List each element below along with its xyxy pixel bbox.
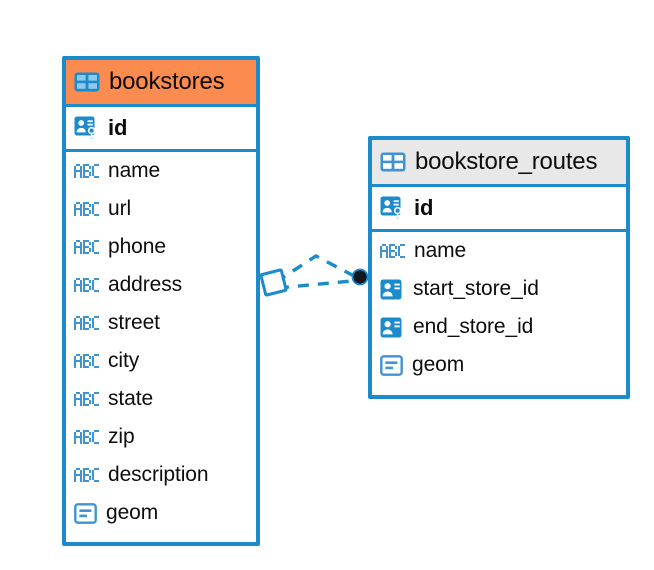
field-row-address[interactable]: address [66,266,256,304]
field-row-street[interactable]: street [66,304,256,342]
field-row-start-store-id[interactable]: start_store_id [372,270,626,308]
abc-text-icon [74,468,99,482]
abc-text-icon [74,316,99,330]
entity-bookstore-routes-title: bookstore_routes [415,148,598,175]
field-label: start_store_id [413,277,539,300]
field-label: address [108,273,183,296]
abc-text-icon [74,240,99,254]
field-row-description[interactable]: description [66,456,256,494]
field-label: id [414,195,434,220]
geometry-icon [74,502,97,524]
field-row-id[interactable]: id [66,107,256,152]
entity-bookstore-routes-fields: id nam [372,187,626,384]
abc-text-icon [74,430,99,444]
entity-bookstore-routes-header[interactable]: bookstore_routes [372,140,626,187]
relationship-circle-marker [351,268,369,286]
field-row-end-store-id[interactable]: end_store_id [372,308,626,346]
foreign-key-icon [380,317,404,338]
abc-text-icon [380,244,405,258]
table-icon [380,152,406,172]
field-label: phone [108,235,166,258]
field-label: city [108,349,140,372]
abc-text-icon [74,164,99,178]
relationship-line-lower [277,279,353,290]
foreign-key-icon [380,279,404,300]
field-row-url[interactable]: url [66,190,256,228]
field-row-geom[interactable]: geom [372,346,626,384]
table-icon [74,72,100,92]
field-label: geom [412,353,465,376]
field-label: url [108,197,132,220]
geometry-icon [380,354,403,376]
field-label: end_store_id [413,315,534,338]
abc-text-icon [74,354,99,368]
field-row-id[interactable]: id [372,187,626,232]
entity-bookstores[interactable]: bookstores [62,56,260,546]
abc-text-icon [74,392,99,406]
primary-key-icon [74,116,99,140]
entity-bookstore-routes[interactable]: bookstore_routes [368,136,630,399]
field-label: street [108,311,160,334]
abc-text-icon [74,202,99,216]
entity-bookstores-fields: id nam [66,107,256,532]
primary-key-icon [380,196,405,220]
field-label: id [108,115,128,140]
field-row-geom[interactable]: geom [66,494,256,532]
field-row-name[interactable]: name [372,232,626,270]
relationship-line-upper [275,254,355,284]
field-label: zip [108,425,135,448]
field-row-city[interactable]: city [66,342,256,380]
field-row-state[interactable]: state [66,380,256,418]
field-label: name [108,159,161,182]
field-row-zip[interactable]: zip [66,418,256,456]
entity-bookstores-header[interactable]: bookstores [66,60,256,107]
field-label: state [108,387,154,410]
field-label: description [108,463,209,486]
entity-bookstores-title: bookstores [109,68,225,95]
field-row-phone[interactable]: phone [66,228,256,266]
relationship-diamond-marker [259,268,288,297]
field-row-name[interactable]: name [66,152,256,190]
abc-text-icon [74,278,99,292]
field-label: name [414,239,467,262]
field-label: geom [106,501,159,524]
